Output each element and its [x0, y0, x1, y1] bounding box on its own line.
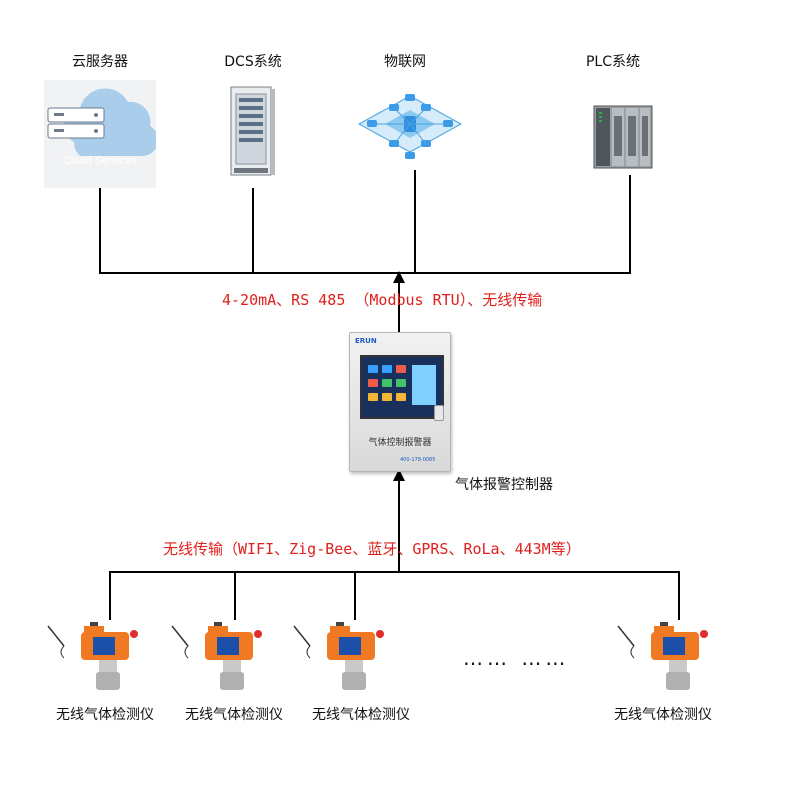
more-detectors-ellipsis: …… …… — [463, 646, 570, 670]
detector-label-2: 无线气体检测仪 — [185, 707, 283, 723]
upper-link-label: 4-20mA、RS 485 （Modbus RTU）、无线传输 — [222, 291, 543, 309]
system-label-cloud: 云服务器 — [72, 54, 128, 70]
system-label-plc: PLC系统 — [585, 54, 641, 70]
controller-screen — [360, 355, 444, 419]
system-label-iot: 物联网 — [384, 54, 426, 70]
controller-screen-icons — [362, 357, 442, 417]
detector-label-1: 无线气体检测仪 — [56, 707, 154, 723]
arrow-to-controller — [393, 469, 405, 481]
dcs-cabinet-icon — [230, 86, 275, 176]
arrow-to-bus — [393, 271, 405, 283]
controller-device-label: 气体控制报警器 — [368, 438, 432, 448]
controller-brand: ERUN — [355, 337, 377, 345]
detector-label-4: 无线气体检测仪 — [614, 707, 712, 723]
lower-link-label: 无线传输（WIFI、Zig-Bee、蓝牙、GPRS、RoLa、443M等） — [163, 540, 581, 558]
gas-alarm-controller-device: ERUN 气体控制报警器 400-178-0085 — [349, 332, 451, 472]
plc-module-icon — [593, 105, 653, 169]
gas-detector-icon — [171, 622, 262, 690]
cloud-server-icon: Cloud Services — [44, 80, 156, 188]
iot-network-icon — [357, 94, 463, 159]
controller-label: 气体报警控制器 — [455, 477, 553, 493]
controller-phone: 400-178-0085 — [400, 457, 436, 463]
system-label-dcs: DCS系统 — [224, 54, 282, 70]
detector-label-3: 无线气体检测仪 — [312, 707, 410, 723]
gas-detector-icon — [617, 622, 708, 690]
gas-detector-icon — [293, 622, 384, 690]
cloud-caption: Cloud Services — [63, 155, 137, 167]
controller-door-handle — [434, 405, 444, 421]
gas-detector-icon — [47, 622, 138, 690]
